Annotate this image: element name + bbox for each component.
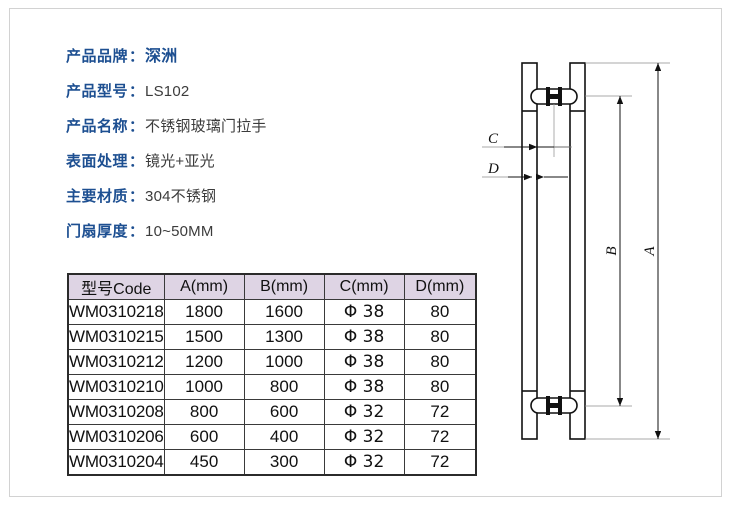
- dimension-label-c: C: [488, 131, 499, 147]
- cell-b: 1300: [243, 324, 325, 350]
- cell-code: WM0310215: [67, 324, 165, 350]
- top-standoff-connector: [530, 87, 578, 106]
- table-body: WM0310218 1800 1600 Φ 38 80 WM0310215 15…: [67, 299, 477, 475]
- table-row: WM0310212 1200 1000 Φ 38 80: [67, 349, 477, 375]
- cell-b: 300: [243, 449, 325, 475]
- bottom-clamp-plate-left: [546, 396, 550, 415]
- spec-separator: ：: [129, 83, 145, 100]
- cell-a: 600: [163, 424, 245, 450]
- cell-c: Φ 32: [323, 424, 405, 450]
- spec-label-material: 主要材质: [66, 188, 129, 205]
- cell-a: 450: [163, 449, 245, 475]
- table-header-row: 型号Code A(mm) B(mm) C(mm) D(mm): [67, 273, 477, 300]
- cell-a: 1500: [163, 324, 245, 350]
- spec-row-name: 产品名称：不锈钢玻璃门拉手: [66, 109, 466, 144]
- spec-value-door-thickness: 10~50MM: [145, 223, 214, 240]
- table-row: WM0310206 600 400 Φ 32 72: [67, 424, 477, 450]
- spec-row-material: 主要材质：304不锈钢: [66, 179, 466, 214]
- spec-label-brand: 产品品牌: [66, 48, 129, 65]
- cell-b: 1000: [243, 349, 325, 375]
- cell-code: WM0310212: [67, 349, 165, 375]
- table-row: WM0310204 450 300 Φ 32 72: [67, 449, 477, 475]
- spec-value-material: 304不锈钢: [145, 188, 217, 205]
- spec-row-model: 产品型号：LS102: [66, 74, 466, 109]
- handle-bar-left: [521, 62, 538, 440]
- handle-bar-right: [569, 62, 586, 440]
- spec-row-brand: 产品品牌：深洲: [66, 39, 466, 74]
- cell-code: WM0310210: [67, 374, 165, 400]
- dimension-a: A: [585, 62, 670, 440]
- spec-value-name: 不锈钢玻璃门拉手: [145, 118, 267, 135]
- top-clamp-plate-right: [558, 87, 562, 106]
- spec-value-model: LS102: [145, 83, 190, 100]
- cell-a: 1000: [163, 374, 245, 400]
- cell-code: WM0310204: [67, 449, 165, 475]
- table-header-a: A(mm): [163, 273, 245, 300]
- table-header-b: B(mm): [243, 273, 325, 300]
- cell-c: Φ 38: [323, 349, 405, 375]
- cell-a: 800: [163, 399, 245, 425]
- spec-separator: ：: [129, 188, 145, 205]
- table-row: WM0310208 800 600 Φ 32 72: [67, 399, 477, 425]
- spec-row-surface-finish: 表面处理：镜光+亚光: [66, 144, 466, 179]
- dimension-label-a: A: [642, 246, 658, 257]
- spec-value-surface-finish: 镜光+亚光: [145, 153, 215, 170]
- cell-c: Φ 38: [323, 324, 405, 350]
- cell-code: WM0310206: [67, 424, 165, 450]
- cell-d: 80: [403, 374, 477, 400]
- cell-c: Φ 38: [323, 299, 405, 325]
- cell-d: 80: [403, 349, 477, 375]
- handle-drawing-svg: C D B: [482, 62, 670, 440]
- spec-row-door-thickness: 门扇厚度：10~50MM: [66, 214, 466, 249]
- table-row: WM0310218 1800 1600 Φ 38 80: [67, 299, 477, 325]
- standoff-shoulder-lines: [522, 110, 585, 392]
- cell-code: WM0310208: [67, 399, 165, 425]
- cell-b: 400: [243, 424, 325, 450]
- bottom-standoff-connector: [530, 396, 578, 415]
- bottom-clamp-plate-right: [558, 396, 562, 415]
- cell-d: 80: [403, 324, 477, 350]
- dimension-label-d: D: [487, 161, 499, 177]
- top-clamp-web: [550, 94, 558, 99]
- top-clamp-plate-left: [546, 87, 550, 106]
- table-header-d: D(mm): [403, 273, 477, 300]
- spec-separator: ：: [129, 118, 145, 135]
- cell-d: 80: [403, 299, 477, 325]
- cell-a: 1200: [163, 349, 245, 375]
- spec-label-surface-finish: 表面处理: [66, 153, 129, 170]
- spec-separator: ：: [129, 223, 145, 240]
- table-row: WM0310215 1500 1300 Φ 38 80: [67, 324, 477, 350]
- handle-bars-group: [521, 62, 586, 440]
- cell-d: 72: [403, 449, 477, 475]
- technical-drawing: C D B: [480, 49, 710, 469]
- cell-a: 1800: [163, 299, 245, 325]
- dimension-d: D: [482, 161, 568, 181]
- cell-d: 72: [403, 424, 477, 450]
- dimension-label-b: B: [604, 246, 620, 255]
- spec-separator: ：: [129, 48, 145, 65]
- spec-label-name: 产品名称: [66, 118, 129, 135]
- table-header-c: C(mm): [323, 273, 405, 300]
- cell-code: WM0310218: [67, 299, 165, 325]
- dimension-b: B: [585, 95, 632, 407]
- cell-b: 1600: [243, 299, 325, 325]
- spec-separator: ：: [129, 153, 145, 170]
- table-header: 型号Code A(mm) B(mm) C(mm) D(mm): [67, 273, 477, 300]
- spec-label-door-thickness: 门扇厚度: [66, 223, 129, 240]
- cell-c: Φ 32: [323, 399, 405, 425]
- table-row: WM0310210 1000 800 Φ 38 80: [67, 374, 477, 400]
- page-frame: 产品品牌：深洲 产品型号：LS102 产品名称：不锈钢玻璃门拉手 表面处理：镜光…: [9, 8, 722, 497]
- spec-value-brand: 深洲: [145, 48, 178, 65]
- cell-d: 72: [403, 399, 477, 425]
- table-header-code: 型号Code: [67, 273, 165, 300]
- dimension-c: C: [482, 131, 572, 151]
- cell-b: 800: [243, 374, 325, 400]
- cell-c: Φ 38: [323, 374, 405, 400]
- bottom-clamp-web: [550, 403, 558, 408]
- spec-label-model: 产品型号: [66, 83, 129, 100]
- cell-b: 600: [243, 399, 325, 425]
- specification-list: 产品品牌：深洲 产品型号：LS102 产品名称：不锈钢玻璃门拉手 表面处理：镜光…: [66, 39, 466, 249]
- dimension-table: 型号Code A(mm) B(mm) C(mm) D(mm) WM0310218…: [67, 273, 478, 476]
- cell-c: Φ 32: [323, 449, 405, 475]
